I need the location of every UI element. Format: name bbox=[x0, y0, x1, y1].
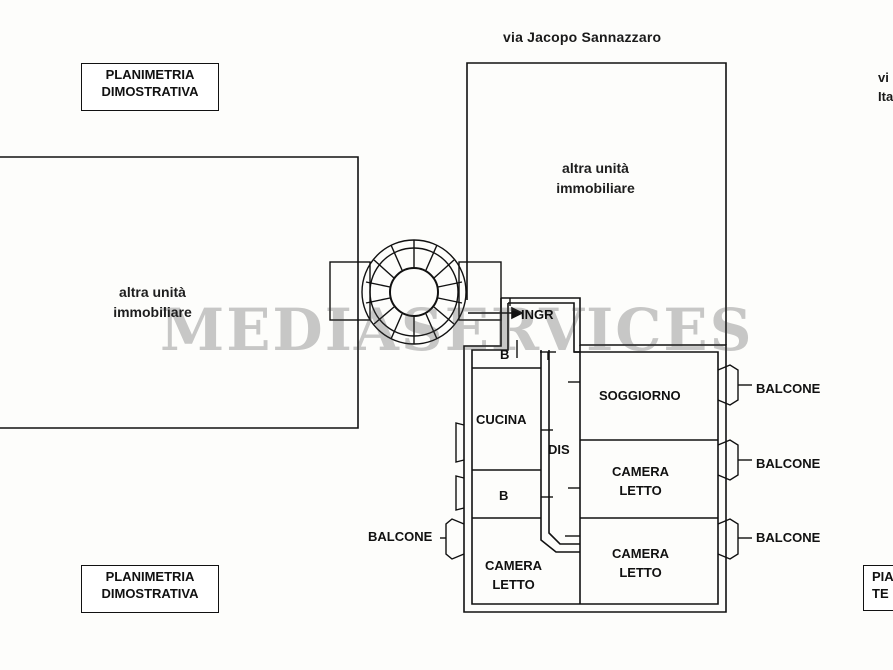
plan-label-line: PLANIMETRIA bbox=[105, 569, 195, 584]
room-label-line: LETTO bbox=[619, 483, 662, 498]
room-label-line: CAMERA bbox=[612, 546, 670, 561]
room-camera-letto-1: CAMERA LETTO bbox=[612, 462, 669, 500]
room-disimpegno: DIS bbox=[548, 442, 570, 457]
other-unit-line: immobiliare bbox=[113, 304, 192, 320]
balcone-label-right-3: BALCONE bbox=[756, 530, 821, 545]
plan-label-line: TE bbox=[872, 586, 889, 601]
plan-label-edge: PIA TE bbox=[863, 565, 893, 611]
plan-label-bottom-left: PLANIMETRIA DIMOSTRATIVA bbox=[81, 565, 219, 613]
balcone-label-right-1: BALCONE bbox=[756, 381, 821, 396]
room-bagno-bottom: B bbox=[499, 488, 509, 503]
room-soggiorno: SOGGIORNO bbox=[599, 388, 681, 403]
plan-label-line: DIMOSTRATIVA bbox=[101, 586, 199, 601]
plan-label-line: PLANIMETRIA bbox=[105, 67, 195, 82]
other-unit-top: altra unità immobiliare bbox=[538, 158, 653, 198]
edge-text-top-right: vi Ita bbox=[878, 68, 893, 106]
balcone-label-right-2: BALCONE bbox=[756, 456, 821, 471]
room-ingresso: INGR bbox=[521, 307, 554, 322]
street-name: via Jacopo Sannazzaro bbox=[503, 29, 662, 45]
top-unit-outline bbox=[466, 62, 727, 345]
other-unit-line: immobiliare bbox=[556, 180, 635, 196]
room-label-line: CAMERA bbox=[485, 558, 543, 573]
other-unit-line: altra unità bbox=[119, 284, 186, 300]
room-bagno-top: B bbox=[500, 347, 510, 362]
other-unit-left: altra unità immobiliare bbox=[95, 282, 210, 322]
room-label-line: CAMERA bbox=[612, 464, 670, 479]
edge-text-line: Ita bbox=[878, 89, 893, 104]
other-unit-line: altra unità bbox=[562, 160, 629, 176]
room-label-line: LETTO bbox=[619, 565, 662, 580]
room-camera-letto-3: CAMERA LETTO bbox=[485, 556, 542, 594]
apartment-walls bbox=[463, 297, 727, 613]
balconies bbox=[440, 364, 752, 560]
room-label-line: LETTO bbox=[492, 577, 535, 592]
balcone-label-left: BALCONE bbox=[368, 529, 433, 544]
entrance-arrow bbox=[468, 306, 524, 320]
plan-label-top-left: PLANIMETRIA DIMOSTRATIVA bbox=[81, 63, 219, 111]
stairwell bbox=[329, 239, 502, 345]
plan-label-line: DIMOSTRATIVA bbox=[101, 84, 199, 99]
edge-text-line: vi bbox=[878, 70, 889, 85]
room-cucina: CUCINA bbox=[476, 412, 527, 427]
room-camera-letto-2: CAMERA LETTO bbox=[612, 544, 669, 582]
door-marks bbox=[509, 298, 580, 537]
left-unit-outline bbox=[0, 156, 359, 429]
plan-label-line: PIA bbox=[872, 569, 893, 584]
